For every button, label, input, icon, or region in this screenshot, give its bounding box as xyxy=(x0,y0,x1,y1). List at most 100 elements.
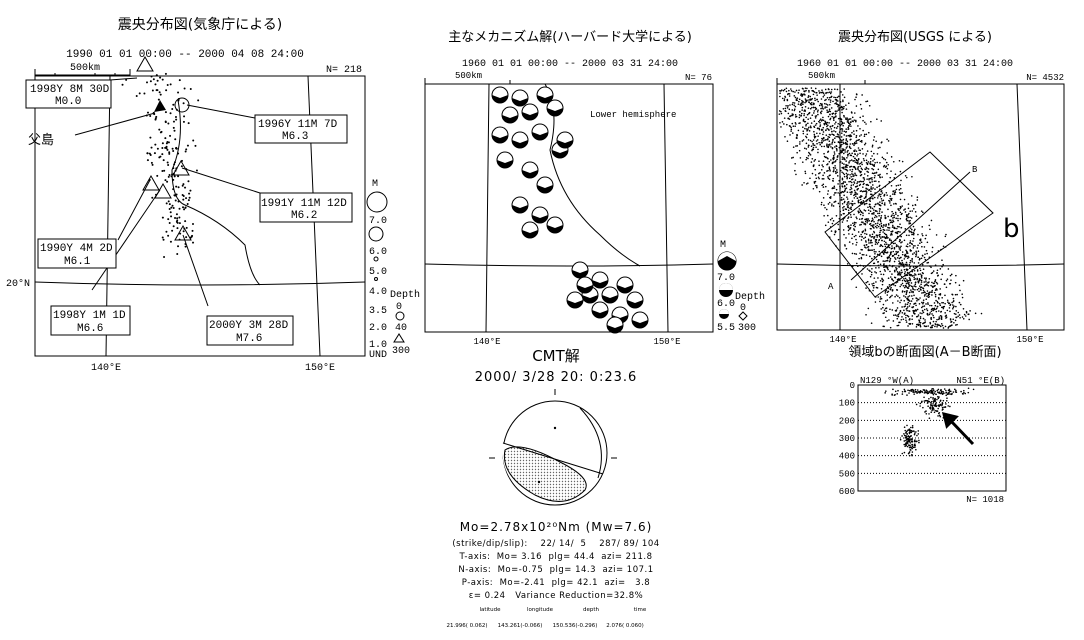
epicenter-point xyxy=(865,191,868,194)
epicenter-point xyxy=(891,224,894,227)
epicenter-point xyxy=(149,80,152,83)
epicenter-point xyxy=(876,161,879,164)
epicenter-point xyxy=(878,214,880,217)
epicenter-point xyxy=(833,167,835,169)
epicenter-point xyxy=(851,237,853,240)
epicenter-point xyxy=(863,244,866,247)
epicenter-point xyxy=(176,253,179,256)
epicenter-point xyxy=(902,264,904,267)
chichijima-marker xyxy=(154,100,166,112)
epicenter-point xyxy=(843,152,845,155)
focal-mechanism xyxy=(521,103,539,121)
epicenter-point xyxy=(820,129,823,131)
epicenter-point xyxy=(884,316,887,319)
epicenter-point xyxy=(894,211,897,214)
epicenter-point xyxy=(811,106,813,109)
epicenter-point xyxy=(855,244,857,246)
epicenter-point xyxy=(813,110,816,112)
hypocenter-point xyxy=(903,426,906,429)
epicenter-point xyxy=(150,146,153,149)
epicenter-point xyxy=(172,206,175,209)
epicenter-point xyxy=(843,175,846,178)
epicenter-point xyxy=(901,282,904,285)
epicenter-point xyxy=(864,209,867,212)
epicenter-point xyxy=(164,120,167,123)
epicenter-point xyxy=(161,147,164,150)
epicenter-point xyxy=(854,168,857,171)
epicenter-point xyxy=(903,309,905,312)
epicenter-point xyxy=(901,205,904,207)
epicenter-point xyxy=(897,219,899,222)
epicenter-point xyxy=(921,245,923,248)
epicenter-point xyxy=(961,296,964,299)
epicenter-point xyxy=(802,103,804,106)
epicenter-point xyxy=(855,134,858,137)
epicenter-point xyxy=(961,293,963,295)
epicenter-point xyxy=(916,199,919,201)
epicenter-point xyxy=(807,139,810,141)
epicenter-point xyxy=(816,132,818,135)
epicenter-point xyxy=(803,114,805,117)
epicenter-point xyxy=(907,325,909,327)
epicenter-point xyxy=(841,202,844,205)
epicenter-point xyxy=(853,189,856,192)
epicenter-point xyxy=(822,131,825,133)
epicenter-point xyxy=(949,310,951,313)
epicenter-point xyxy=(889,195,892,197)
epicenter-point xyxy=(910,195,913,197)
epicenter-point xyxy=(868,269,870,272)
epicenter-point xyxy=(907,282,909,285)
epicenter-point xyxy=(870,193,873,196)
epicenter-point xyxy=(888,229,890,232)
hypocenter-point xyxy=(908,451,911,453)
epicenter-point xyxy=(867,245,870,248)
epicenter-point xyxy=(837,238,840,241)
epicenter-point xyxy=(859,116,862,119)
hypocenter-point xyxy=(951,392,953,395)
epicenter-point xyxy=(889,197,891,200)
epicenter-point xyxy=(916,269,919,271)
epicenter-point xyxy=(881,236,884,238)
epicenter-point xyxy=(896,251,899,254)
epicenter-point xyxy=(815,91,818,94)
epicenter-point xyxy=(828,108,831,111)
epicenter-point xyxy=(827,177,830,180)
epicenter-point xyxy=(858,149,860,151)
epicenter-point xyxy=(878,212,881,215)
epicenter-point xyxy=(825,134,828,136)
legend-m-title: M xyxy=(372,179,378,190)
epicenter-point xyxy=(876,186,878,189)
epicenter-point xyxy=(901,306,903,308)
epicenter-point xyxy=(896,231,899,233)
epicenter-point xyxy=(853,159,855,162)
epicenter-point xyxy=(859,190,862,193)
epicenter-point xyxy=(900,269,903,271)
hypocenter-point xyxy=(910,438,912,441)
epicenter-point xyxy=(913,309,915,312)
hypocenter-point xyxy=(954,391,957,393)
epicenter-point xyxy=(865,233,868,236)
epicenter-point xyxy=(880,224,883,227)
epicenter-point xyxy=(861,248,863,251)
column-value: 150.536(-0.296) xyxy=(553,623,598,629)
epicenter-point xyxy=(905,255,908,258)
event-mag: M6.1 xyxy=(64,256,91,268)
epicenter-point xyxy=(883,309,886,311)
hypocenter-point xyxy=(967,387,970,390)
epicenter-point xyxy=(872,286,875,289)
hypocenter-point xyxy=(944,406,947,408)
epicenter-point xyxy=(915,252,918,254)
right-scale-label: 500km xyxy=(808,71,835,81)
epicenter-point xyxy=(909,222,912,224)
epicenter-point xyxy=(812,142,814,145)
epicenter-point xyxy=(894,295,896,298)
epicenter-point xyxy=(878,266,880,269)
epicenter-point xyxy=(923,308,926,311)
epicenter-point xyxy=(831,115,833,118)
epicenter-point xyxy=(885,237,887,239)
epicenter-point xyxy=(882,231,884,233)
epicenter-point xyxy=(778,113,781,115)
epicenter-point xyxy=(932,309,934,311)
